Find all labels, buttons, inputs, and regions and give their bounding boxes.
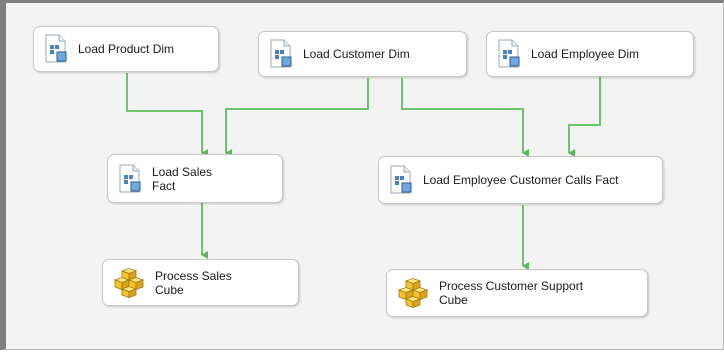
task-load-product-dim[interactable]: Load Product Dim [33,26,219,72]
task-load-employee-customer-calls-fact[interactable]: Load Employee Customer Calls Fact [378,156,663,204]
task-label: Process Customer Support Cube [439,279,584,307]
cube-icon [113,267,145,298]
constraint-customer-to-calls[interactable] [401,78,529,157]
constraint-customer-to-sales[interactable] [225,78,369,157]
task-label: Load Customer Dim [303,47,410,61]
task-label: Load Employee Dim [531,47,640,61]
constraint-product-to-sales[interactable] [126,73,208,157]
task-load-customer-dim[interactable]: Load Customer Dim [258,31,467,77]
package-task-icon [389,165,413,195]
package-task-icon [269,39,293,69]
task-label: Load Sales Fact [152,164,213,193]
task-label: Process Sales Cube [155,268,232,297]
task-load-employee-dim[interactable]: Load Employee Dim [486,31,694,77]
task-label: Load Employee Customer Calls Fact [423,173,619,187]
constraint-employee-to-calls[interactable] [568,76,601,157]
task-process-sales-cube[interactable]: Process Sales Cube [102,259,299,306]
task-label: Load Product Dim [78,42,175,56]
cube-icon [397,278,429,308]
package-task-icon [497,39,521,69]
task-load-sales-fact[interactable]: Load Sales Fact [107,154,283,203]
precedence-constraints [126,73,601,270]
task-process-customer-support-cube[interactable]: Process Customer Support Cube [386,269,648,317]
package-task-icon [118,164,142,194]
package-task-icon [44,34,68,64]
